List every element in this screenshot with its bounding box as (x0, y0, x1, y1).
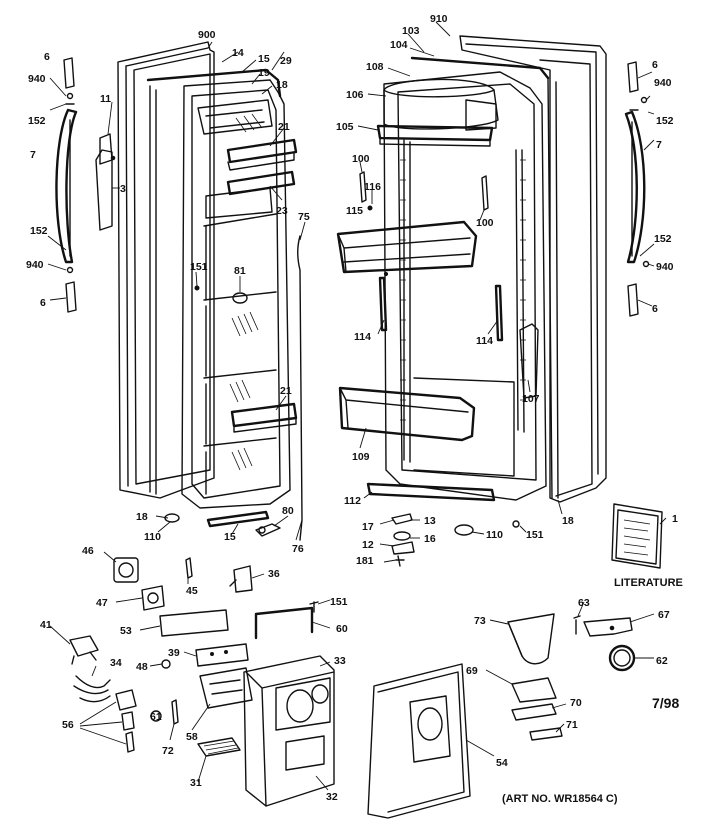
callout-c3: 3 (120, 183, 126, 195)
dispenser-parts (69, 557, 335, 807)
callout-c109: 109 (352, 451, 370, 463)
callout-c6c: 6 (652, 59, 658, 71)
callout-c940d: 940 (656, 261, 674, 273)
literature-label: LITERATURE (614, 577, 683, 589)
callout-c63: 63 (578, 597, 590, 609)
ice-chute-parts (367, 613, 636, 819)
callout-c81: 81 (234, 265, 246, 277)
callout-c910: 910 (430, 13, 448, 25)
callout-c23: 23 (276, 205, 288, 217)
callout-c48: 48 (136, 661, 148, 673)
callout-c151a: 151 (190, 261, 208, 273)
callout-c47: 47 (96, 597, 108, 609)
callout-c21a: 21 (278, 121, 290, 133)
callout-c39: 39 (168, 647, 180, 659)
callout-c6d: 6 (652, 303, 658, 315)
callout-c103: 103 (402, 25, 420, 37)
callout-c19: 19 (258, 67, 270, 79)
callout-c58: 58 (186, 731, 198, 743)
callout-c36: 36 (268, 568, 280, 580)
callout-c15a: 15 (258, 53, 270, 65)
callout-c45: 45 (186, 585, 198, 597)
literature-booklet (611, 503, 663, 569)
callout-c17: 17 (362, 521, 374, 533)
callout-c34: 34 (110, 657, 122, 669)
art-number: (ART NO. WR18564 C) (502, 793, 618, 805)
callout-c11: 11 (100, 93, 111, 105)
callout-c940c: 940 (654, 77, 672, 89)
date-code: 7/98 (652, 695, 679, 711)
callout-c181: 181 (356, 555, 374, 567)
callout-c152a: 152 (28, 115, 46, 127)
callout-c107: 107 (522, 393, 540, 405)
freezer-door-small-parts (164, 510, 281, 537)
callout-c16: 16 (424, 533, 436, 545)
callout-c21b: 21 (280, 385, 292, 397)
callout-c7a: 7 (30, 149, 36, 161)
callout-c72: 72 (162, 745, 174, 757)
callout-c32: 32 (326, 791, 338, 803)
callout-c110b: 110 (486, 529, 503, 541)
leader-lines (47, 21, 667, 791)
callout-c71: 71 (566, 719, 578, 731)
callout-c104: 104 (390, 39, 408, 51)
left-handle-assembly (55, 57, 78, 313)
callout-c900: 900 (198, 29, 216, 41)
callout-c18b: 18 (136, 511, 148, 523)
callout-c7b: 7 (656, 139, 662, 151)
callout-c75: 75 (298, 211, 310, 223)
callout-c76: 76 (292, 543, 304, 555)
callout-c69: 69 (466, 665, 478, 677)
callout-c110a: 110 (144, 531, 161, 543)
callout-c31: 31 (190, 777, 202, 789)
callout-c114a: 114 (354, 331, 371, 343)
callout-c15b: 15 (224, 531, 236, 543)
callout-c29: 29 (280, 55, 292, 67)
callout-c18a: 18 (276, 79, 288, 91)
callout-c12: 12 (362, 539, 374, 551)
callout-c106: 106 (346, 89, 364, 101)
callout-c1: 1 (672, 513, 678, 525)
callout-c105: 105 (336, 121, 354, 133)
callout-c100b: 100 (476, 217, 494, 229)
callout-c62: 62 (656, 655, 668, 667)
callout-c61: 61 (150, 711, 162, 723)
callout-c152c: 152 (656, 115, 674, 127)
callout-c940b: 940 (26, 259, 44, 271)
callout-c56: 56 (62, 719, 74, 731)
callout-c114b: 114 (476, 335, 493, 347)
callout-c60: 60 (336, 623, 348, 635)
callout-c6a: 6 (44, 51, 50, 63)
callout-c41: 41 (40, 619, 52, 631)
callout-c73: 73 (474, 615, 486, 627)
freezer-door (95, 41, 303, 541)
callout-c33: 33 (334, 655, 346, 667)
right-handle-assembly (624, 61, 650, 317)
callout-c112: 112 (344, 495, 361, 507)
callout-c67: 67 (658, 609, 670, 621)
callout-c70: 70 (570, 697, 582, 709)
callout-c13: 13 (424, 515, 436, 527)
callout-c53: 53 (120, 625, 132, 637)
callout-c115: 115 (346, 205, 363, 217)
callout-c54: 54 (496, 757, 508, 769)
callout-c152d: 152 (654, 233, 672, 245)
callout-c100a: 100 (352, 153, 370, 165)
callout-c151b: 151 (526, 529, 544, 541)
callout-c151c: 151 (330, 596, 348, 608)
callout-c116: 116 (364, 181, 381, 193)
fresh-food-door (336, 35, 607, 503)
callout-c940a: 940 (28, 73, 46, 85)
callout-c80: 80 (282, 505, 294, 517)
callout-c18c: 18 (562, 515, 574, 527)
callout-c108: 108 (366, 61, 384, 73)
callout-c6b: 6 (40, 297, 46, 309)
callout-c152b: 152 (30, 225, 48, 237)
callout-c46: 46 (82, 545, 94, 557)
callout-c14: 14 (232, 47, 244, 59)
